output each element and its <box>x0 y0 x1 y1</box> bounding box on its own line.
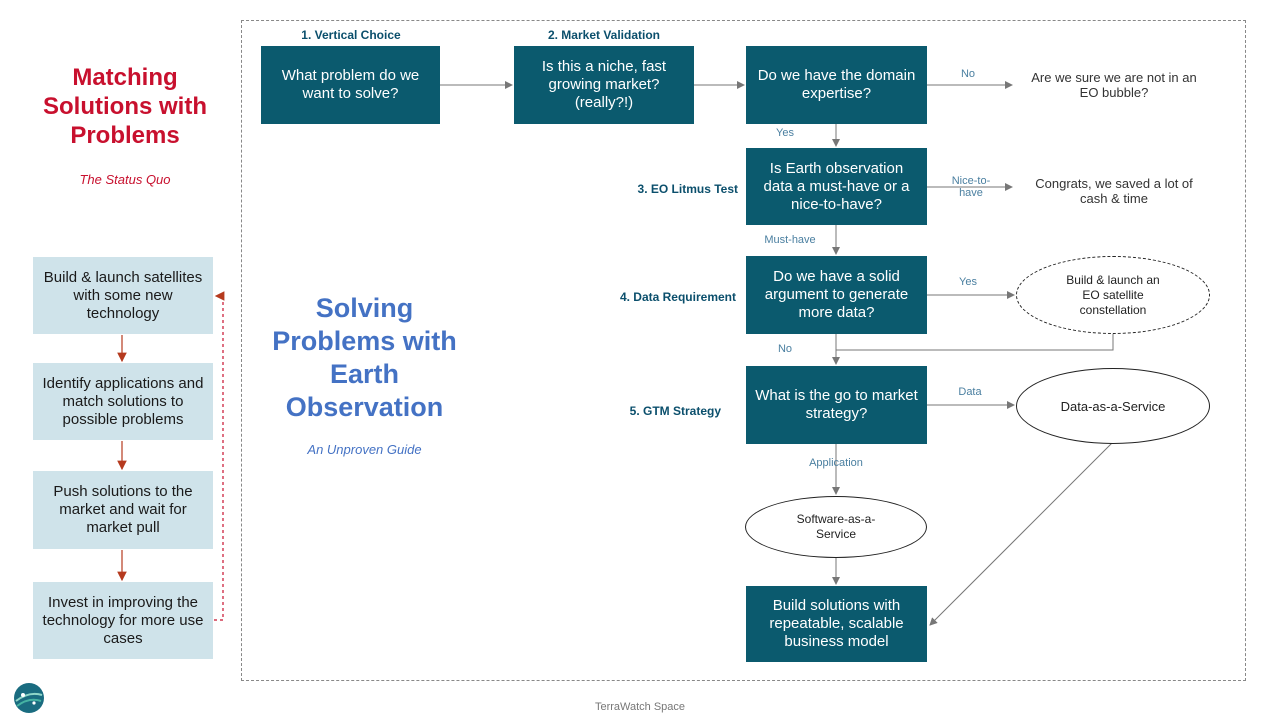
status-quo-step-3: Push solutions to the market and wait fo… <box>33 471 213 549</box>
edge-label-no-2: No <box>777 343 793 355</box>
edge-label-no: No <box>960 68 976 80</box>
step-label-gtm-strategy: 5. GTM Strategy <box>629 404 721 418</box>
left-subtitle: The Status Quo <box>79 172 171 187</box>
status-quo-step-2: Identify applications and match solution… <box>33 363 213 440</box>
step-label-eo-litmus-test: 3. EO Litmus Test <box>637 182 738 196</box>
box-what-problem: What problem do we want to solve? <box>261 46 440 124</box>
flowchart-frame <box>241 20 1246 681</box>
center-subtitle: An Unproven Guide <box>307 442 422 457</box>
outcome-daas: Data-as-a-Service <box>1016 368 1210 444</box>
edge-label-yes-2: Yes <box>959 276 977 288</box>
footer-brand: TerraWatch Space <box>594 701 686 713</box>
outcome-saas: Software-as-a-Service <box>745 496 927 558</box>
outcome-constellation: Build & launch an EO satellite constella… <box>1016 256 1210 334</box>
step-label-vertical-choice: 1. Vertical Choice <box>301 28 401 42</box>
outcome-eo-bubble: Are we sure we are not in an EO bubble? <box>1031 70 1197 100</box>
step-label-data-requirement: 4. Data Requirement <box>619 290 736 304</box>
box-solid-argument: Do we have a solid argument to generate … <box>746 256 927 334</box>
edge-label-nice-to-have: Nice-to-have <box>951 175 991 199</box>
status-quo-step-1: Build & launch satellites with some new … <box>33 257 213 334</box>
status-quo-step-4: Invest in improving the technology for m… <box>33 582 213 659</box>
edge-label-data: Data <box>958 386 982 398</box>
left-title: Matching Solutions with Problems <box>43 64 207 149</box>
box-build-solutions: Build solutions with repeatable, scalabl… <box>746 586 927 662</box>
outcome-congrats: Congrats, we saved a lot of cash & time <box>1035 176 1193 206</box>
box-eo-data-need: Is Earth observation data a must-have or… <box>746 148 927 225</box>
step-label-market-validation: 2. Market Validation <box>547 28 661 42</box>
box-niche-market: Is this a niche, fast growing market? (r… <box>514 46 694 124</box>
edge-label-must-have: Must-have <box>764 234 816 246</box>
box-gtm-strategy: What is the go to market strategy? <box>746 366 927 444</box>
box-domain-expertise: Do we have the domain expertise? <box>746 46 927 124</box>
edge-label-application: Application <box>809 457 863 469</box>
center-title: Solving Problems with Earth Observation <box>272 293 457 422</box>
terrawatch-logo-icon <box>14 683 44 713</box>
edge-label-yes: Yes <box>776 127 794 139</box>
